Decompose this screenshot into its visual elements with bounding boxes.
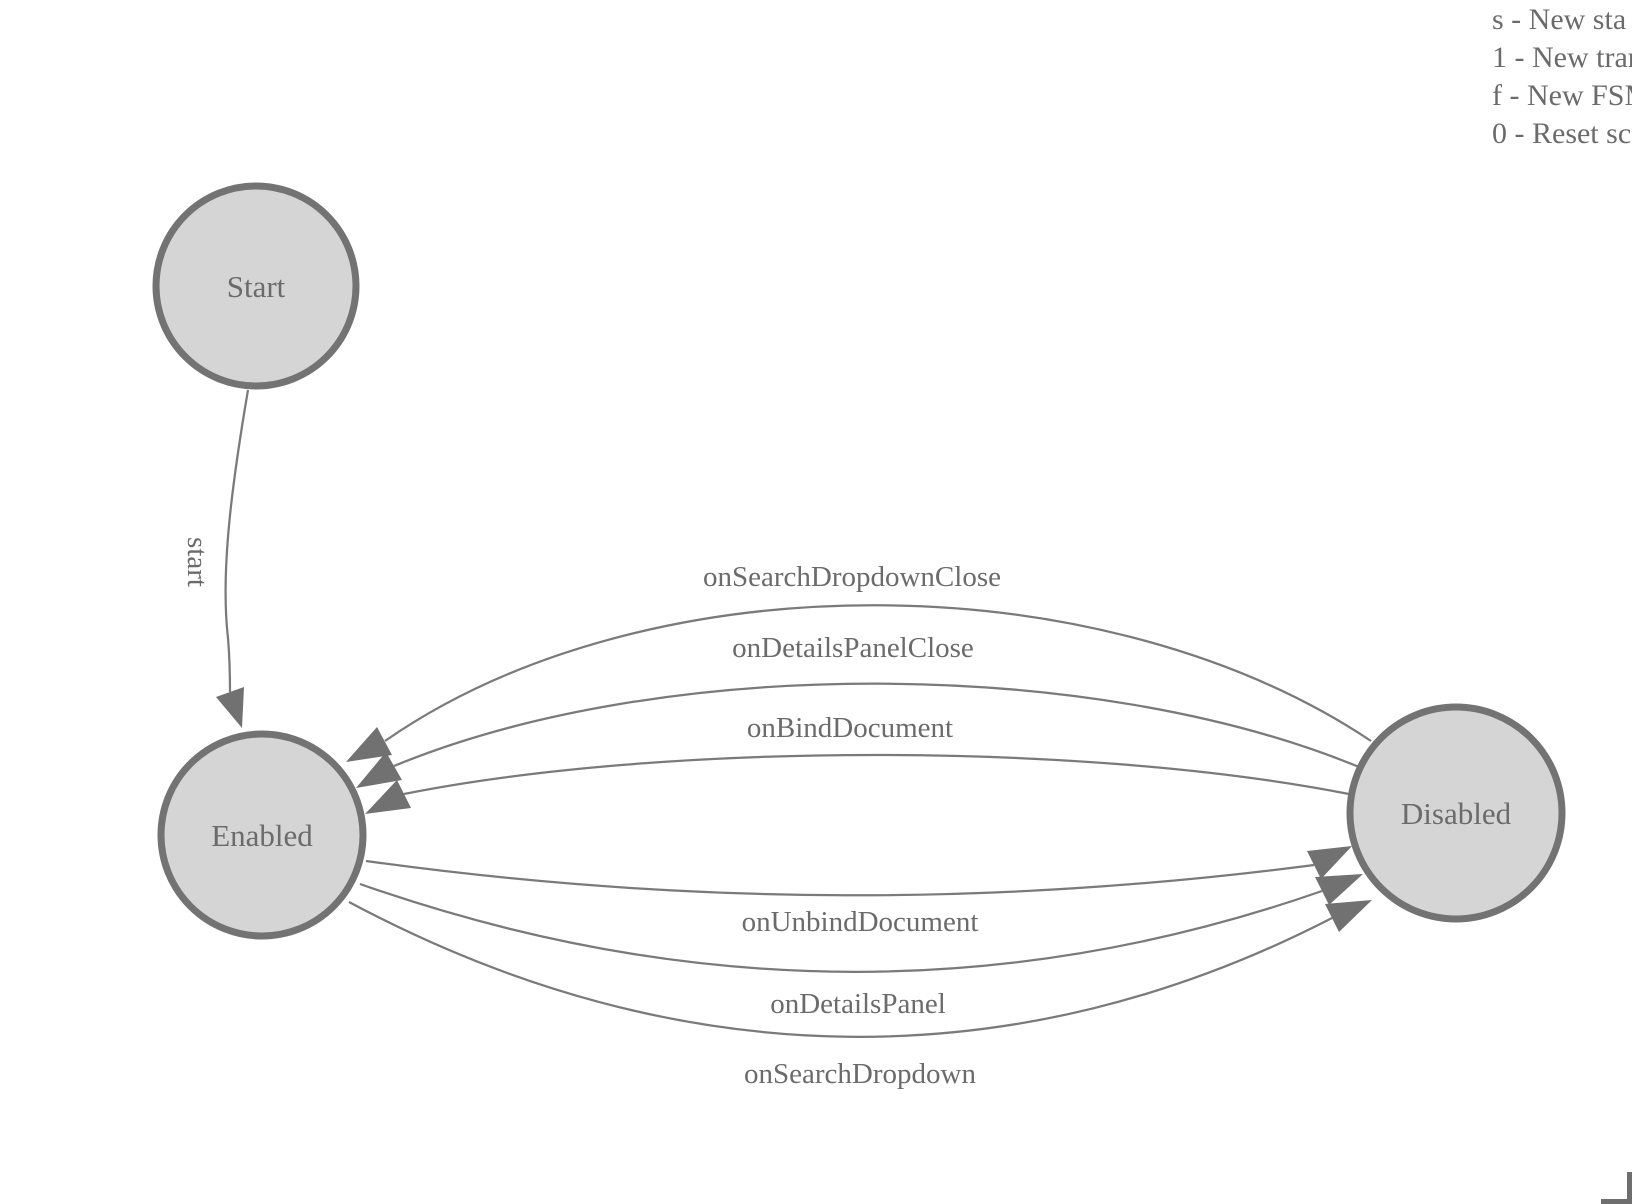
- edge-start: start: [181, 389, 250, 728]
- edge-onUnbindDocument-path[interactable]: [365, 859, 1315, 897]
- edge-label-onSearchDropdownClose[interactable]: onSearchDropdownClose: [703, 561, 1001, 593]
- edge-label-onBindDocument[interactable]: onBindDocument: [747, 712, 953, 744]
- arrowhead-into-enabled-icon: [346, 727, 392, 762]
- arrowhead-into-enabled-icon: [356, 752, 402, 788]
- arrowhead-into-disabled-icon: [1307, 846, 1352, 879]
- canvas-corner-bracket: [1601, 1172, 1632, 1204]
- arrowhead-into-enabled-icon: [365, 780, 411, 814]
- edge-label-start[interactable]: start: [181, 537, 213, 587]
- legend-line-new-transition: 1 - New tran: [1492, 41, 1632, 74]
- edge-label-onUnbindDocument[interactable]: onUnbindDocument: [742, 906, 979, 938]
- edge-onSearchDropdownClose: onSearchDropdownClose: [346, 561, 1372, 762]
- edge-onDetailsPanel-path[interactable]: [359, 882, 1323, 973]
- edge-onSearchDropdown: onSearchDropdown: [348, 900, 1372, 1090]
- arrowhead-into-enabled-top-icon: [216, 687, 244, 728]
- edge-onSearchDropdown-path[interactable]: [348, 901, 1333, 1038]
- arrowhead-into-disabled-icon: [1325, 900, 1372, 932]
- edge-onBindDocument: onBindDocument: [365, 712, 1350, 814]
- state-node-disabled: Disabled: [1346, 703, 1566, 923]
- edge-onDetailsPanelClose-path[interactable]: [393, 682, 1360, 769]
- state-node-start-circle[interactable]: [152, 182, 360, 390]
- edge-label-onSearchDropdown[interactable]: onSearchDropdown: [744, 1058, 976, 1090]
- edge-start-path[interactable]: [224, 389, 250, 693]
- state-node-disabled-circle[interactable]: [1346, 703, 1566, 923]
- corner-bracket-vertical: [1627, 1172, 1632, 1204]
- edge-label-onDetailsPanel[interactable]: onDetailsPanel: [770, 988, 946, 1020]
- edge-label-onDetailsPanelClose[interactable]: onDetailsPanelClose: [732, 632, 974, 664]
- legend-line-new-state: s - New sta: [1492, 3, 1626, 36]
- edge-onDetailsPanel: onDetailsPanel: [359, 874, 1363, 1020]
- shortcut-legend: s - New sta 1 - New tran f - New FSM 0 -…: [1492, 3, 1632, 150]
- edge-onDetailsPanelClose: onDetailsPanelClose: [356, 632, 1360, 788]
- state-node-enabled-label: Enabled: [211, 818, 313, 853]
- state-node-enabled-circle[interactable]: [157, 730, 367, 940]
- state-node-start: Start: [152, 182, 360, 390]
- corner-bracket-horizontal: [1601, 1199, 1632, 1204]
- arrowhead-into-disabled-icon: [1315, 874, 1363, 905]
- state-node-enabled: Enabled: [157, 730, 367, 940]
- edge-onSearchDropdownClose-path[interactable]: [384, 604, 1372, 742]
- state-node-disabled-label: Disabled: [1401, 796, 1512, 831]
- state-node-start-label: Start: [227, 269, 286, 304]
- legend-line-reset-scale: 0 - Reset sc: [1492, 117, 1631, 150]
- edge-onBindDocument-path[interactable]: [403, 753, 1350, 796]
- legend-line-new-fsm: f - New FSM: [1492, 79, 1632, 112]
- edge-onUnbindDocument: onUnbindDocument: [365, 846, 1352, 938]
